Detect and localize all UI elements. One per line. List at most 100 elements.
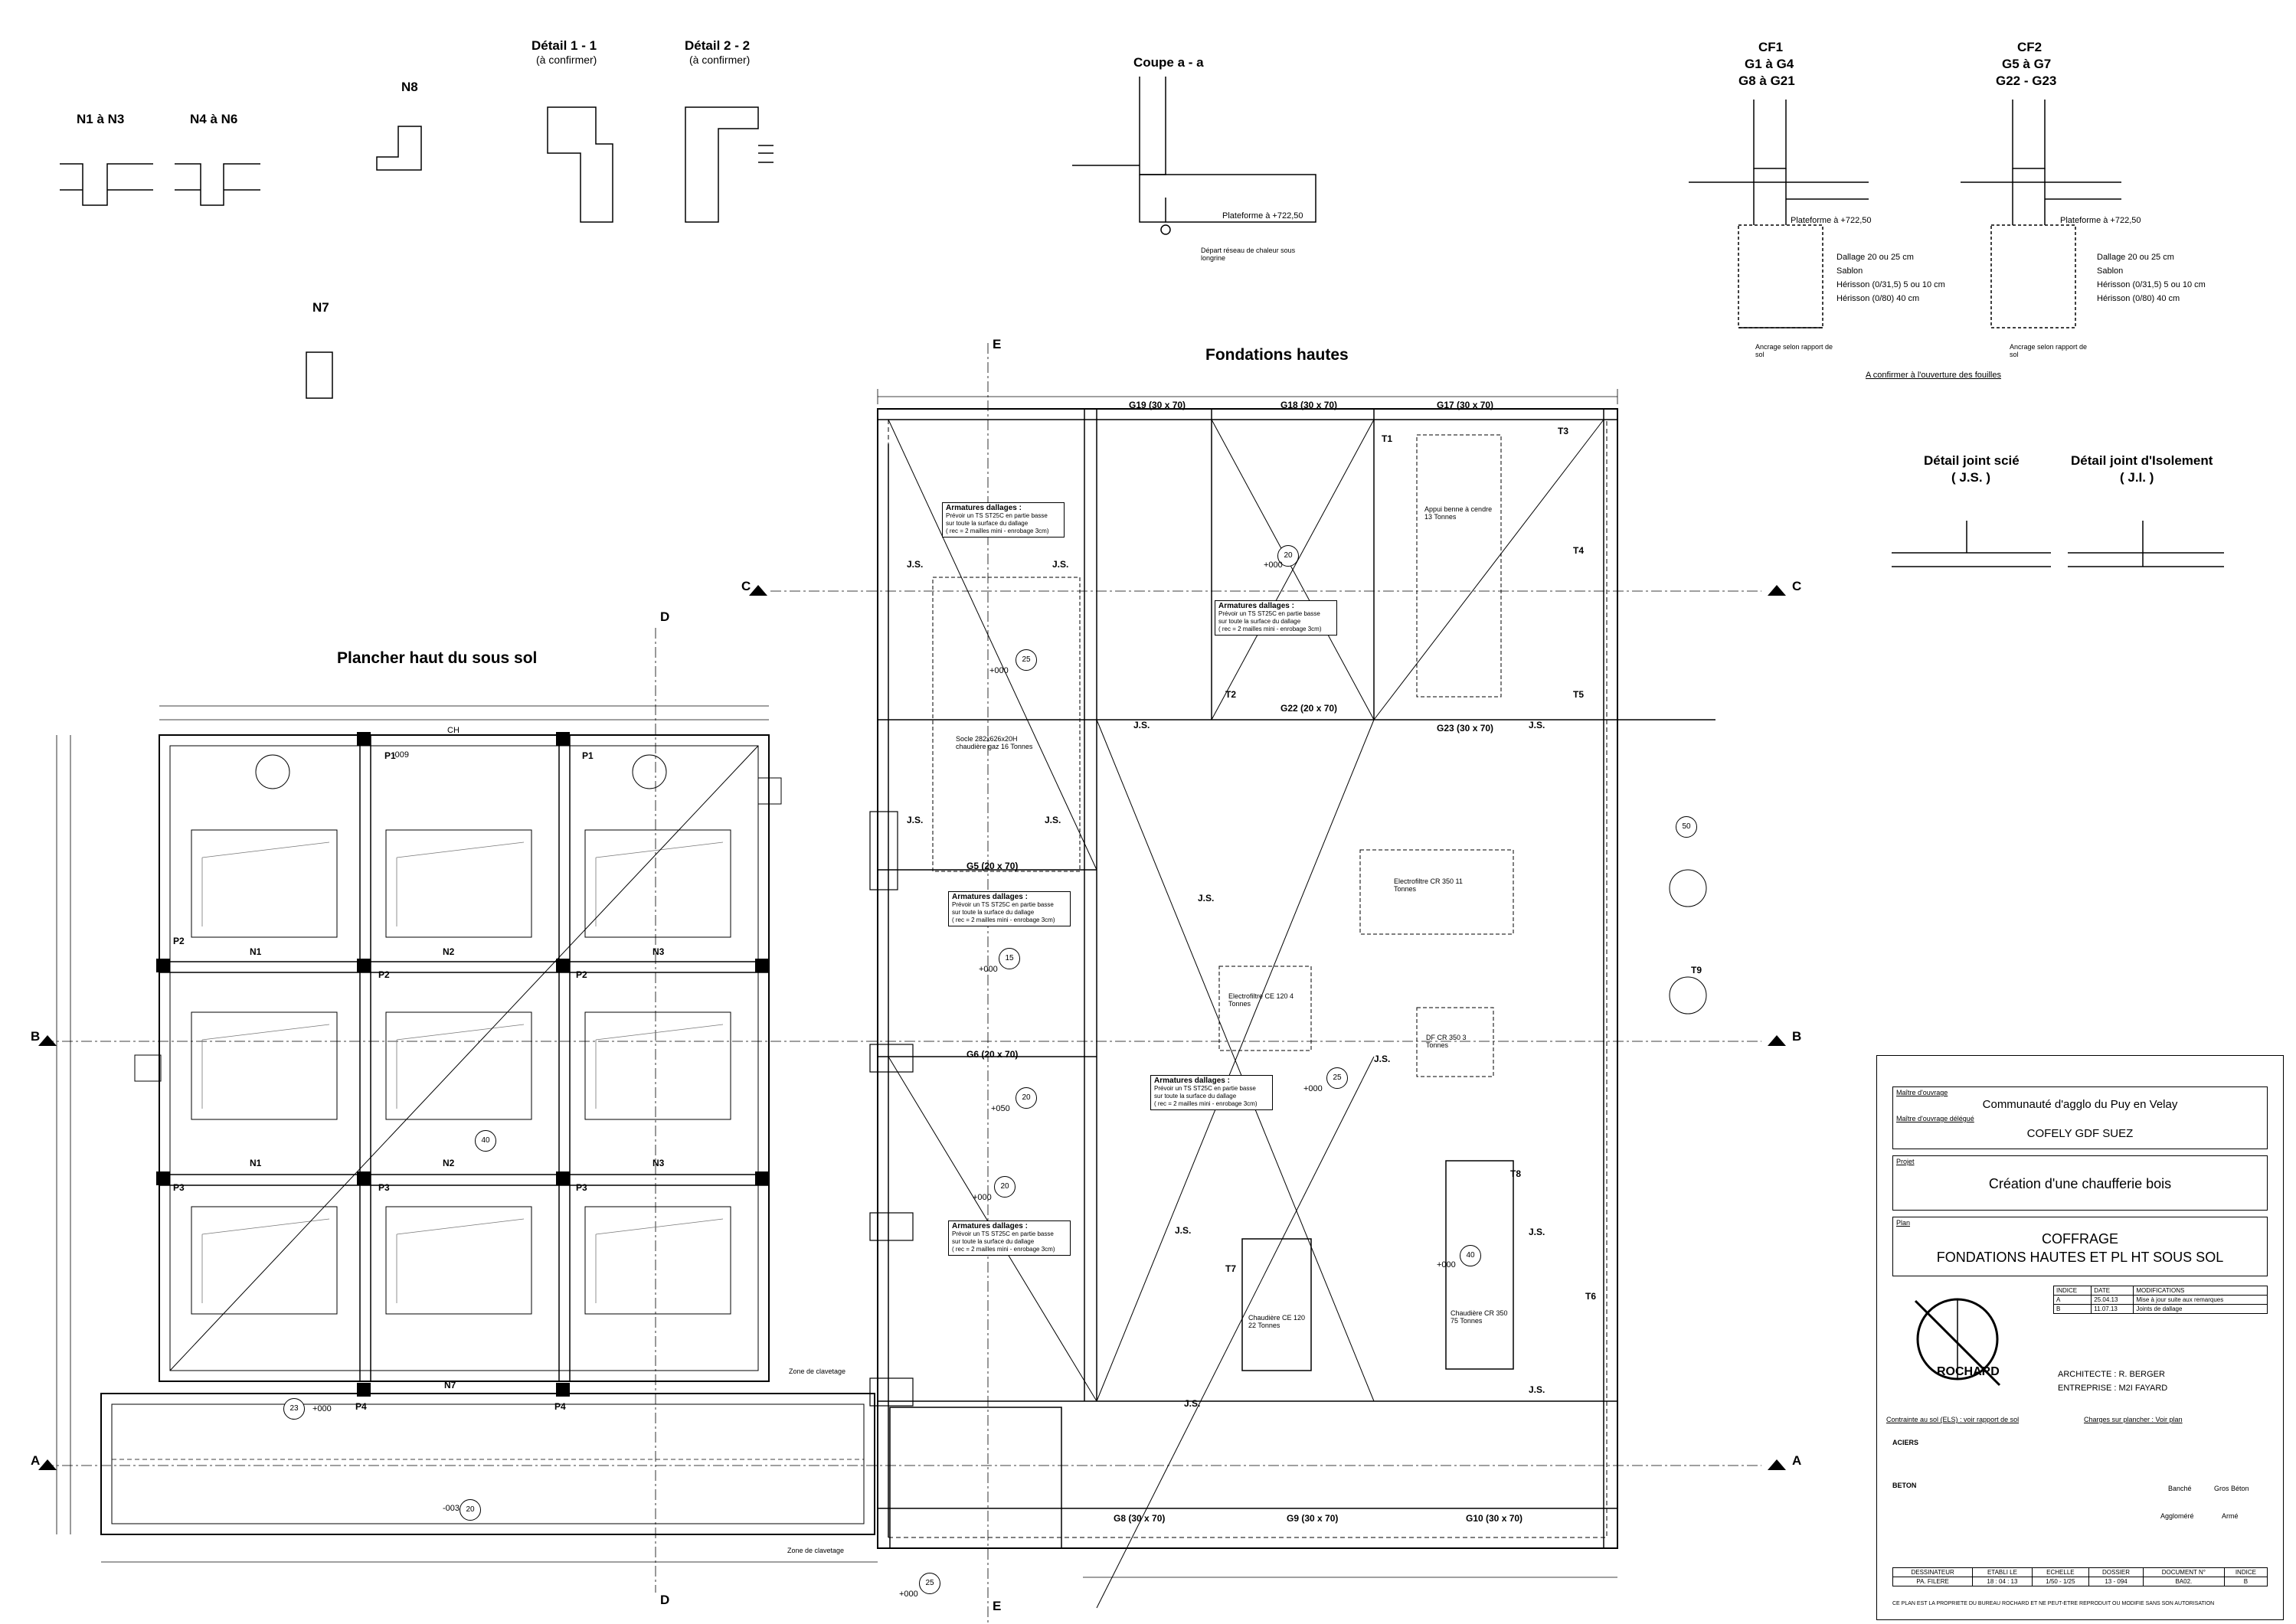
js-5: J.S. [1133, 720, 1150, 730]
tb-maitre-ouvrage: Maître d'ouvrage Communauté d'agglo du P… [1892, 1086, 2268, 1149]
beam-n2-b: N2 [443, 1158, 455, 1168]
beam-g23: G23 (30 x 70) [1437, 723, 1494, 734]
section-c-right: C [1792, 579, 1802, 593]
armatures-text3-1: ( rec = 2 mailles mini - enrobage 3cm) [946, 528, 1049, 534]
pad-t1: T1 [1382, 433, 1393, 444]
beam-n2-a: N2 [443, 946, 455, 957]
armatures-title-5: Armatures dallages : [952, 1222, 1028, 1230]
tb-company: ROCHARD [1937, 1365, 2000, 1378]
tb-maitre-ouvrage-label: Maître d'ouvrage [1896, 1089, 1948, 1096]
cf2-sub2: G22 - G23 [1996, 74, 2057, 88]
tb-arme: Armé [2222, 1512, 2239, 1520]
detail-11-title: Détail 1 - 1 [531, 38, 597, 53]
section-b-right: B [1792, 1029, 1802, 1044]
cf2-title: CF2 [2017, 40, 2043, 54]
section-b-left: B [31, 1029, 41, 1044]
armatures-text1-3: Prévoir un TS ST25C en partie basse [952, 901, 1054, 908]
armatures-text1-4: Prévoir un TS ST25C en partie basse [1154, 1085, 1256, 1092]
mod-row1-date: 25.04.13 [2091, 1295, 2134, 1305]
js-9: J.S. [1529, 1384, 1545, 1395]
post-p2-b: P2 [378, 969, 390, 980]
badge-level-b: +000 [1264, 560, 1283, 570]
foot-h-4: DOCUMENT N° [2142, 1567, 2225, 1577]
cf-herisson2: Hérisson (0/80) 40 cm [1836, 294, 1920, 303]
tb-maitre-delegue-value: COFELY GDF SUEZ [2026, 1127, 2134, 1140]
cf2-plateforme: Plateforme à +722,50 [2060, 216, 2141, 225]
post-p1-a: P1 [384, 750, 396, 761]
armatures-title-3: Armatures dallages : [952, 893, 1028, 901]
pad-t7: T7 [1225, 1263, 1237, 1274]
pad-t5: T5 [1573, 689, 1585, 700]
badge-15: 15 [999, 948, 1020, 969]
beam-n1-a: N1 [250, 946, 262, 957]
armatures-text3-2: ( rec = 2 mailles mini - enrobage 3cm) [1218, 626, 1322, 632]
post-p1-b: P1 [582, 750, 594, 761]
badge-23: 23 [283, 1398, 305, 1420]
cf2-herisson2: Hérisson (0/80) 40 cm [2097, 294, 2180, 303]
cf1-title: CF1 [1758, 40, 1784, 54]
tb-agglomere: Aggloméré [2160, 1512, 2194, 1520]
cf2-sub1: G5 à G7 [2002, 57, 2052, 71]
coupe-title: Coupe a - a [1133, 55, 1204, 70]
beam-g10: G10 (30 x 70) [1466, 1513, 1523, 1524]
section-d-top: D [660, 609, 670, 624]
coupe-aa-sketch [1139, 77, 1166, 175]
tb-disclaimer: CE PLAN EST LA PROPRIETE DU BUREAU ROCHA… [1892, 1601, 2215, 1606]
js-2: J.S. [1045, 815, 1061, 825]
joint-scie-title: Détail joint scié [1924, 453, 2020, 468]
cf1-plateforme: Plateforme à +722,50 [1791, 216, 1872, 225]
armatures-box-2: Armatures dallages : Prévoir un TS ST25C… [1215, 600, 1337, 636]
detail-22-sketch [685, 106, 759, 223]
cf-herisson1: Hérisson (0/31,5) 5 ou 10 cm [1836, 280, 1945, 289]
tb-gros-beton: Gros Béton [2214, 1485, 2249, 1492]
cf-sablon: Sablon [1836, 266, 1863, 276]
foot-v-0: PA. FILERE [1892, 1577, 1974, 1586]
detail-n4-sketch [175, 163, 260, 206]
badge-40-b: 40 [475, 1130, 496, 1152]
detail-n4-title: N4 à N6 [190, 112, 238, 126]
badge-level-j: -009 [392, 750, 410, 760]
beam-n7: N7 [444, 1380, 456, 1390]
detail-11-sketch [547, 106, 613, 223]
label-zone-clavetage-1: Zone de clavetage [789, 1367, 846, 1375]
detail-n8-sketch [376, 126, 422, 171]
mod-indice-header: INDICE [2052, 1286, 2092, 1296]
tb-plan-line1: COFFRAGE [2041, 1231, 2118, 1247]
tb-plan-label: Plan [1896, 1219, 1911, 1227]
foot-h-2: ECHELLE [2031, 1567, 2090, 1577]
section-e-top: E [993, 337, 1002, 351]
tb-beton: BETON [1892, 1482, 1917, 1489]
pad-t9: T9 [1691, 965, 1702, 975]
badge-40-a: 40 [1460, 1245, 1481, 1266]
section-a-left: A [31, 1453, 41, 1468]
post-p3-a: P3 [173, 1182, 185, 1193]
rochard-logo-icon [1914, 1298, 2001, 1387]
label-zone-clavetage-2: Zone de clavetage [787, 1547, 845, 1554]
tb-maitre-ouvrage-value: Communauté d'agglo du Puy en Velay [1982, 1098, 2178, 1111]
badge-20-d: 20 [460, 1499, 481, 1521]
js-4: J.S. [1052, 559, 1069, 570]
beam-g22: G22 (20 x 70) [1280, 703, 1338, 714]
label-socle-gaz: Socle 282x626x20H chaudière gaz 16 Tonne… [956, 735, 1033, 750]
pad-t3: T3 [1558, 426, 1569, 436]
label-df: DF CR 350 3 Tonnes [1426, 1034, 1467, 1049]
post-p4-a: P4 [355, 1401, 367, 1412]
armatures-text3-3: ( rec = 2 mailles mini - enrobage 3cm) [952, 917, 1055, 923]
js-10: J.S. [1184, 1398, 1201, 1409]
foot-h-5: INDICE [2223, 1567, 2268, 1577]
foot-v-4: BA02. [2142, 1577, 2225, 1586]
tb-architecte: ARCHITECTE : R. BERGER [2058, 1370, 2165, 1379]
label-chaudiere-2: Chaudière CR 350 75 Tonnes [1451, 1309, 1508, 1325]
beam-g19: G19 (30 x 70) [1129, 400, 1186, 410]
pad-t8: T8 [1510, 1168, 1522, 1179]
section-e-bottom: E [993, 1599, 1002, 1613]
fondations-heading: Fondations hautes [1205, 346, 1349, 364]
armatures-box-1: Armatures dallages : Prévoir un TS ST25C… [942, 502, 1065, 538]
beam-g5: G5 (20 x 70) [966, 861, 1019, 871]
foot-h-1: ETABLI LE [1972, 1567, 2033, 1577]
beam-n3-a: N3 [652, 946, 665, 957]
badge-25-b: 25 [1326, 1067, 1348, 1089]
foot-v-3: 13 - 094 [2088, 1577, 2144, 1586]
mod-date-header: DATE [2091, 1286, 2134, 1296]
section-c-left: C [741, 579, 751, 593]
